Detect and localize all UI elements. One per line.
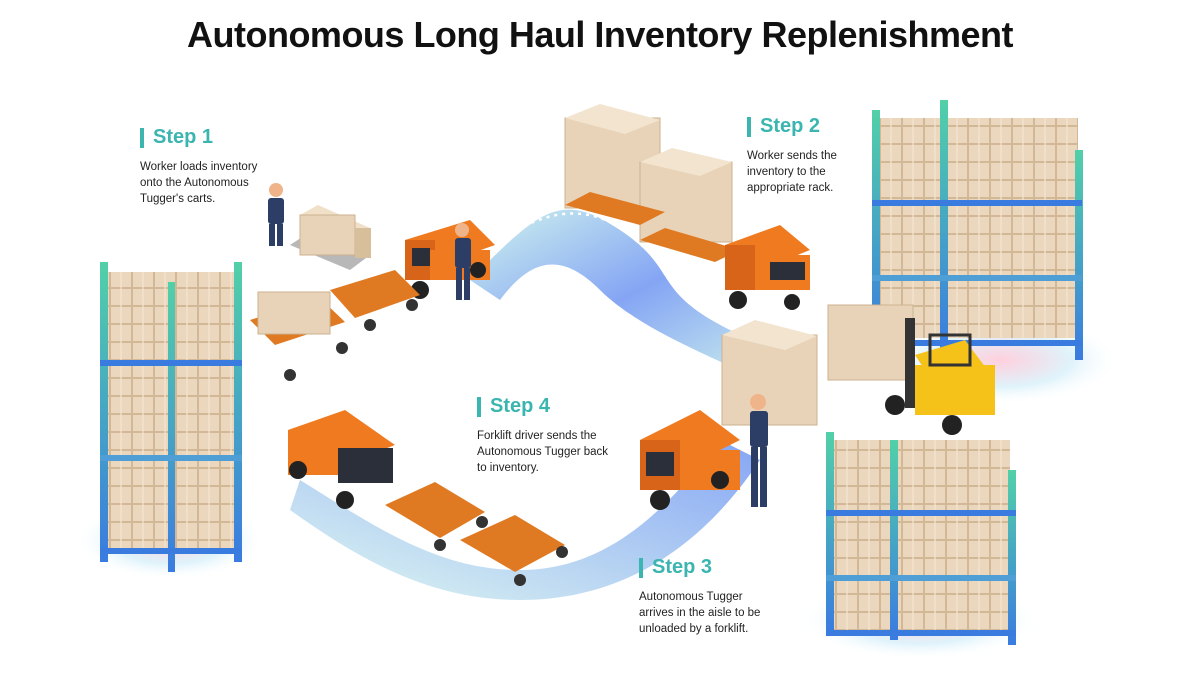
step4-scene [288, 410, 568, 586]
step-marker [477, 396, 481, 417]
step1-scene [250, 183, 495, 381]
step-4-description: Forklift driver sends the Autonomous Tug… [477, 430, 609, 474]
step-3-description: Autonomous Tugger arrives in the aisle t… [639, 591, 761, 635]
step2-scene [564, 104, 810, 310]
step-3-callout: Step 3 Autonomous Tugger arrives in the … [639, 556, 859, 637]
step-1-label: Step 1 [153, 126, 214, 148]
step-3-label: Step 3 [652, 556, 713, 578]
step-2-callout: Step 2 Worker sends the inventory to the… [747, 115, 967, 196]
step-4-callout: Step 4 Forklift driver sends the Autonom… [477, 395, 697, 476]
rack-bottom-right [826, 432, 1016, 645]
page-title: Autonomous Long Haul Inventory Replenish… [186, 14, 1014, 55]
step-1-callout: Step 1 Worker loads inventory onto the A… [140, 126, 360, 207]
rack-left [100, 262, 242, 572]
step-marker [140, 127, 144, 148]
rack-top-right [872, 100, 1083, 360]
step-marker [747, 116, 751, 137]
step-2-label: Step 2 [760, 115, 821, 137]
step-2-description: Worker sends the inventory to the approp… [747, 150, 837, 194]
dotted-route-bottom [379, 463, 701, 566]
step3-scene [640, 304, 995, 510]
dotted-route-top [469, 212, 741, 322]
step-4-label: Step 4 [490, 395, 551, 417]
travel-path-top [470, 209, 790, 380]
step-marker [639, 557, 643, 578]
step-1-description: Worker loads inventory onto the Autonomo… [140, 161, 258, 205]
